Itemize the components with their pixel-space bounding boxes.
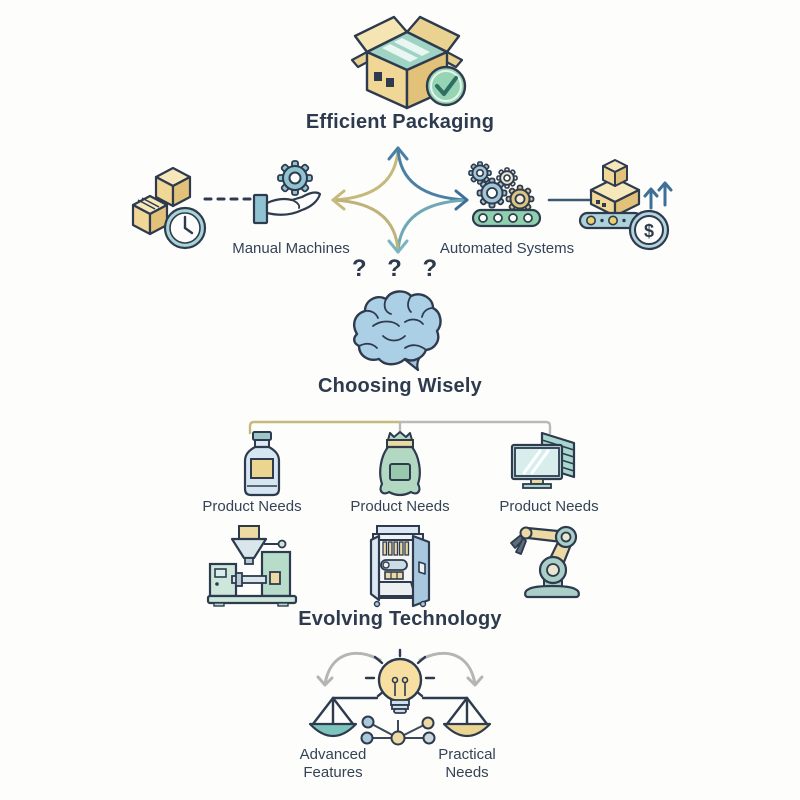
profit-conveyor-icon: $ xyxy=(577,158,682,253)
manual-machines-label: Manual Machines xyxy=(232,240,350,257)
product-needs-label-2: Product Needs xyxy=(350,498,450,515)
scales-network-icon xyxy=(298,680,502,750)
choosing-wisely-title: Choosing Wisely xyxy=(318,375,482,397)
bottle-icon xyxy=(236,431,288,497)
dashed-connector-line xyxy=(203,194,253,204)
advanced-scale-bowl xyxy=(308,722,358,738)
evolving-technology-title: Evolving Technology xyxy=(298,608,502,630)
gears-conveyor-icon xyxy=(462,158,547,230)
bag-icon xyxy=(374,428,426,498)
robot-arm-icon xyxy=(506,523,582,601)
brain-icon xyxy=(343,286,443,372)
practical-scale-bowl xyxy=(442,722,492,738)
hand-gear-icon xyxy=(250,155,328,233)
open-box-check-icon xyxy=(342,10,474,112)
dollar-sign: $ xyxy=(644,221,654,241)
electronics-icon xyxy=(510,431,580,495)
automated-systems-label: Automated Systems xyxy=(439,240,575,257)
crossroads-arrows-icon xyxy=(325,140,475,258)
boxes-clock-icon xyxy=(128,162,213,252)
product-needs-label-3: Product Needs xyxy=(499,498,599,515)
efficient-packaging-title: Efficient Packaging xyxy=(305,111,495,133)
advanced-features-label: Advanced Features xyxy=(299,746,367,781)
lightbulb-arrows-icon xyxy=(298,648,502,720)
question-marks: ? ? ? xyxy=(351,255,445,282)
packaging-machine-icon xyxy=(363,522,439,608)
product-needs-label-1: Product Needs xyxy=(202,498,302,515)
connector-line xyxy=(547,195,591,205)
practical-needs-label: Practical Needs xyxy=(438,746,496,781)
filling-machine-icon xyxy=(206,524,298,607)
